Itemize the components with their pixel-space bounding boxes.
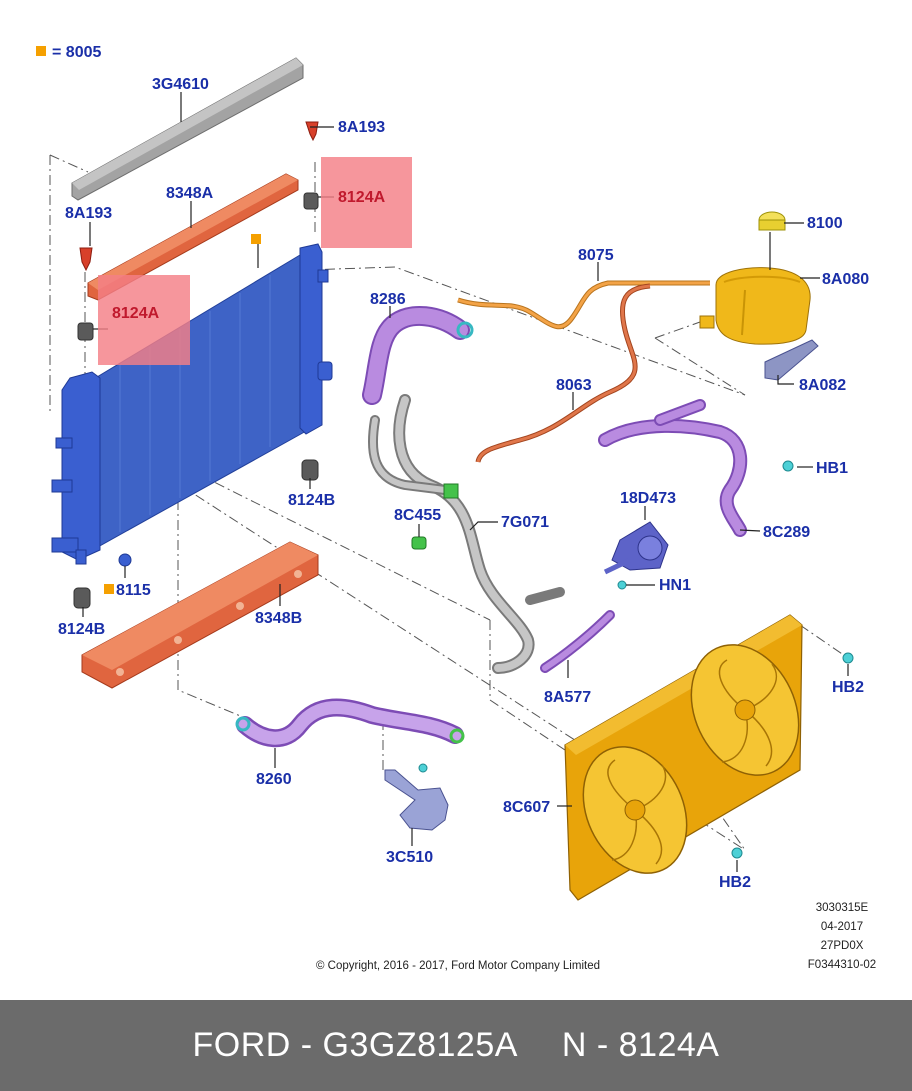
part-8005-marker-8115 (104, 584, 114, 594)
hose-8063 (475, 283, 651, 463)
label-hb2-bottom: HB2 (719, 874, 751, 891)
meta-line-2: 04-2017 (821, 921, 863, 933)
label-8a082: 8A082 (799, 377, 846, 394)
label-8124b-left: 8124B (58, 621, 105, 638)
label-8075: 8075 (578, 247, 614, 264)
fasteners (73, 121, 854, 859)
hose-8a577 (540, 610, 615, 673)
label-hb2-right: HB2 (832, 679, 864, 696)
label-hn1: HN1 (659, 577, 691, 594)
bracket-3c510 (384, 763, 449, 831)
meta-line-3: 27PD0X (821, 940, 864, 952)
seal-8348a (87, 173, 299, 301)
label-8124a-top: 8124A (338, 189, 386, 206)
label-8100: 8100 (807, 215, 843, 232)
label-8115: 8115 (116, 582, 151, 599)
pump-18d473 (603, 521, 669, 575)
label-8a193-top: 8A193 (338, 119, 385, 136)
label-3g4610: 3G4610 (152, 76, 209, 93)
meta-line-1: 3030315E (816, 902, 869, 914)
label-8348a: 8348A (166, 185, 214, 202)
label-8c289: 8C289 (763, 524, 810, 541)
hose-7g071 (368, 394, 565, 674)
rail-3g4610 (71, 57, 304, 201)
label-8a080: 8A080 (822, 271, 869, 288)
legend-swatch (36, 46, 46, 56)
label-8124a-left: 8124A (112, 305, 160, 322)
meta-line-4: F0344310-02 (808, 959, 876, 971)
footer-part-number: FORD - G3GZ8125A (192, 1026, 518, 1064)
copyright-notice: © Copyright, 2016 - 2017, Ford Motor Com… (316, 960, 600, 972)
legend-text: = 8005 (52, 44, 101, 61)
label-hb1: HB1 (816, 460, 848, 477)
fan-shroud-8c607 (564, 614, 803, 901)
footer-reference: N - 8124A (561, 1026, 720, 1064)
label-8c455: 8C455 (394, 507, 441, 524)
label-8260: 8260 (256, 771, 292, 788)
label-8063: 8063 (556, 377, 592, 394)
hose-8075 (457, 280, 710, 330)
cooling-system-diagram: = 8005 3G4610 8A193 8124A 8348A 8A193 81… (36, 44, 876, 972)
footer-bar: FORD - G3GZ8125A N - 8124A (0, 1000, 912, 1091)
hose-8260 (235, 698, 465, 748)
label-7g071: 7G071 (501, 514, 549, 531)
label-8124b-mid: 8124B (288, 492, 335, 509)
label-3c510: 3C510 (386, 849, 433, 866)
highlight-box-8124a-top (321, 157, 412, 248)
highlight-box-8124a-left (98, 275, 190, 365)
label-8348b: 8348B (255, 610, 302, 627)
radiator (51, 243, 333, 565)
hose-8286 (362, 305, 474, 405)
label-8a577: 8A577 (544, 689, 591, 706)
hose-8c289 (598, 399, 748, 537)
label-8c607: 8C607 (503, 799, 550, 816)
tank-8a080 (699, 211, 819, 381)
seal-8348b (81, 541, 319, 689)
label-8286: 8286 (370, 291, 406, 308)
label-8a193-left: 8A193 (65, 205, 112, 222)
part-8005-marker-top (251, 234, 261, 244)
label-18d473: 18D473 (620, 490, 676, 507)
